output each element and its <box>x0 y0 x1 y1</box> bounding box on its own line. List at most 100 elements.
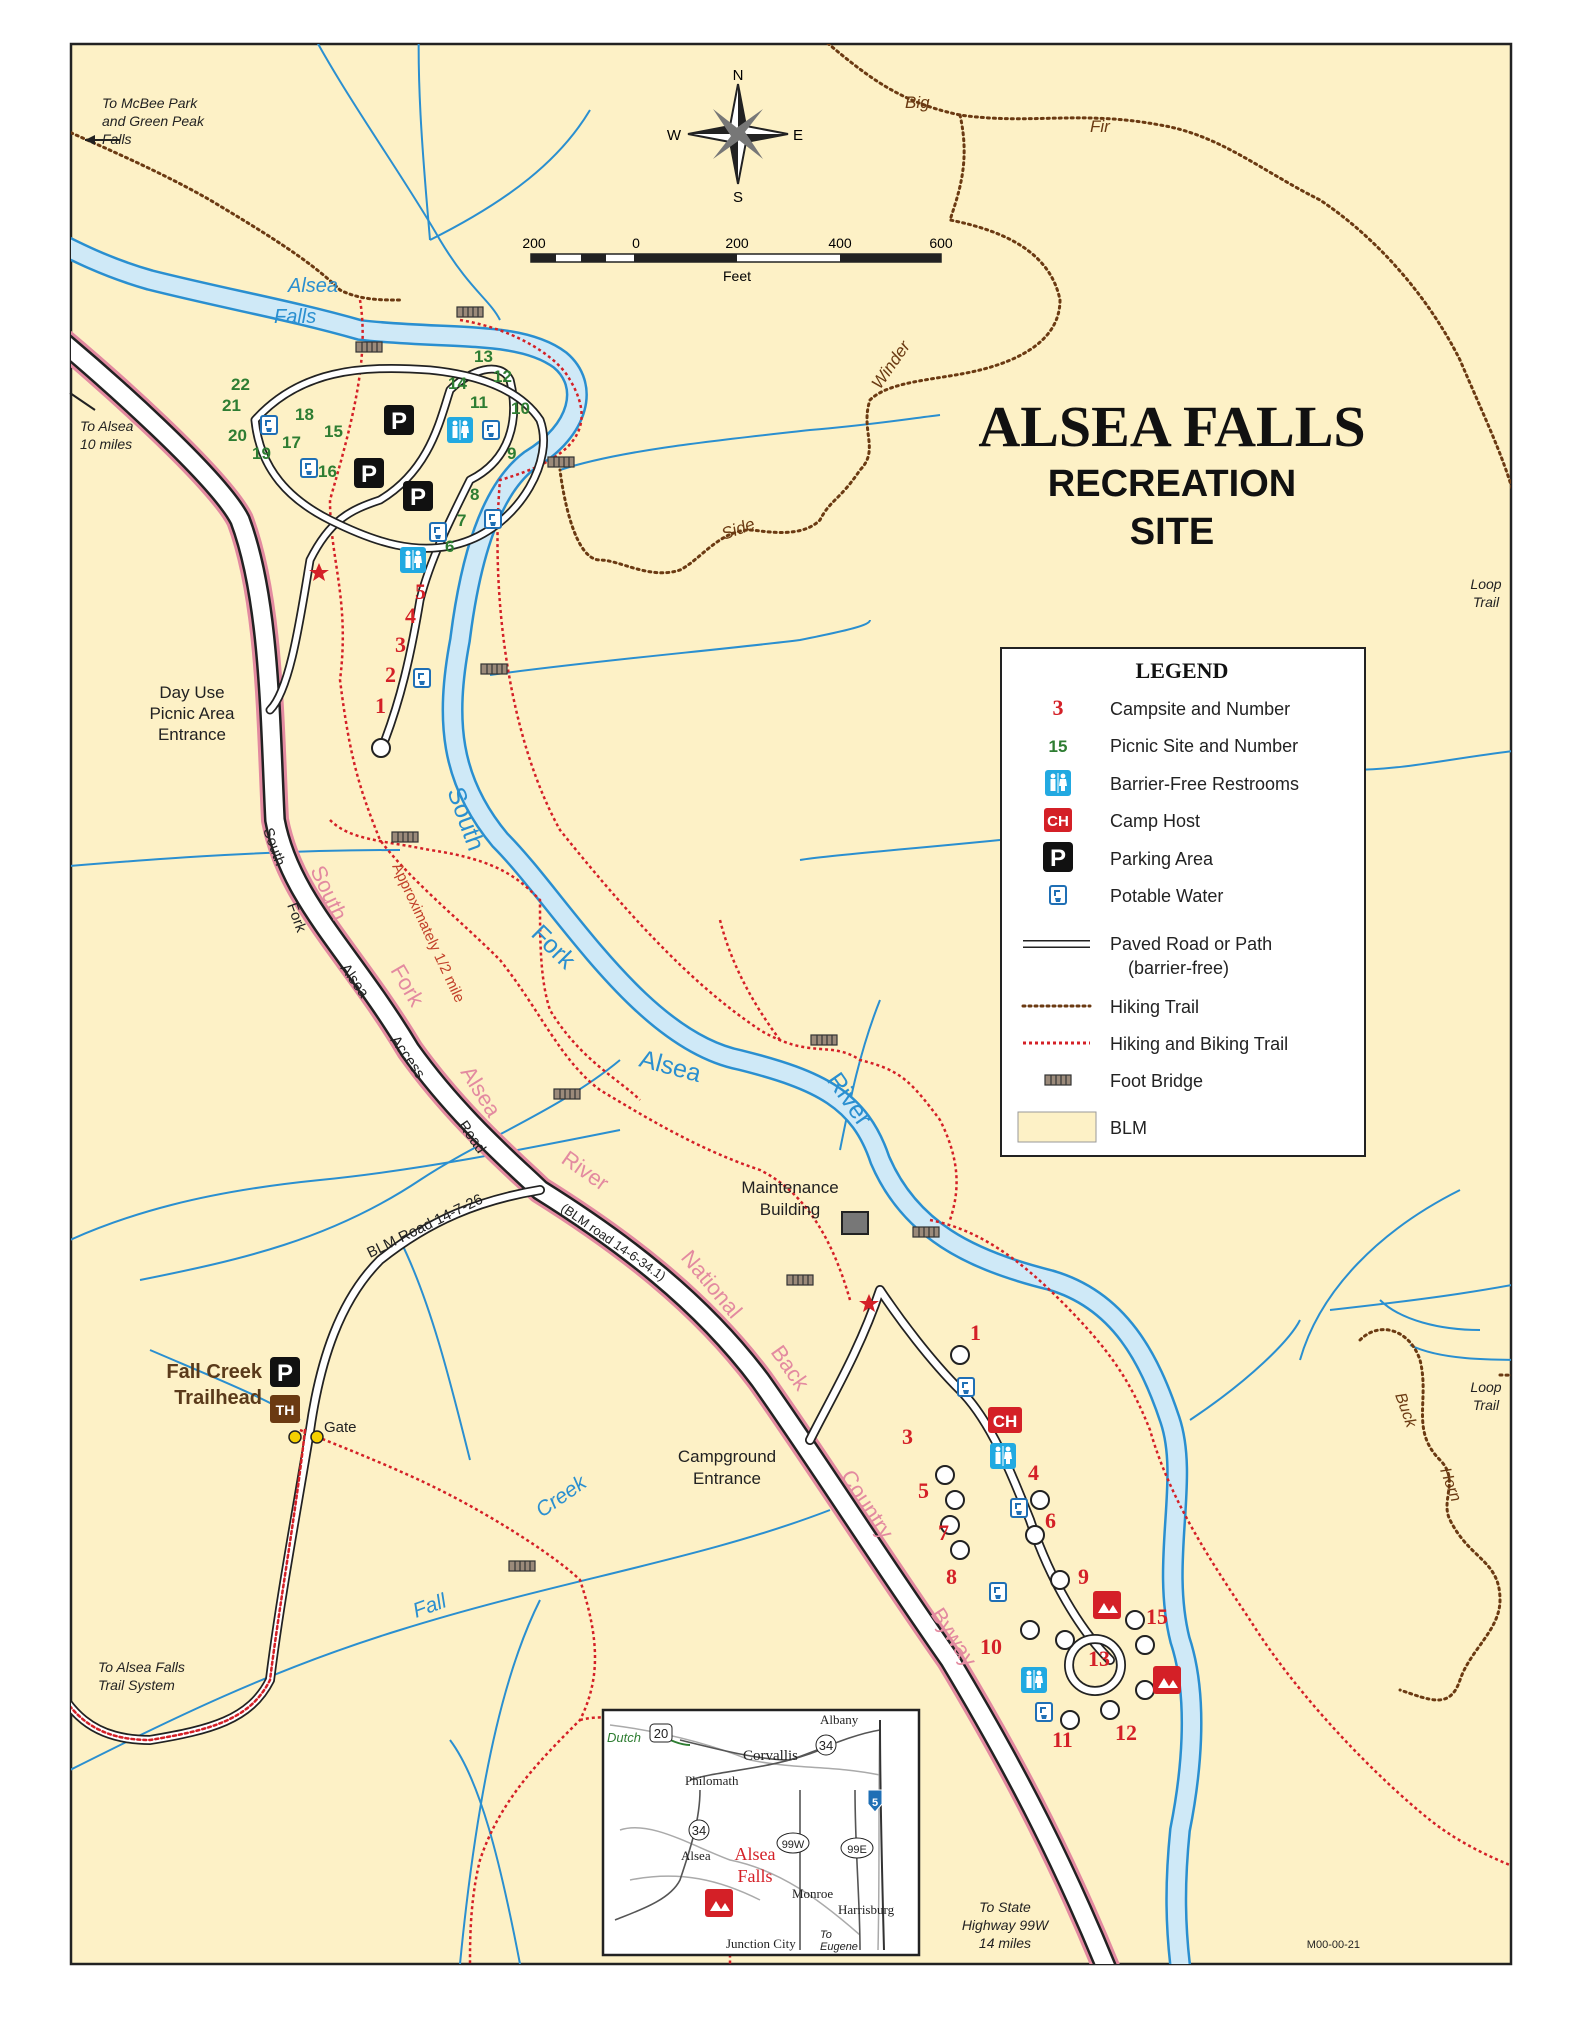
restroom-icon <box>446 416 474 444</box>
svg-text:7: 7 <box>938 1520 949 1545</box>
restroom-icon <box>399 546 427 574</box>
svg-text:W: W <box>667 127 682 144</box>
svg-text:2: 2 <box>385 662 396 687</box>
campsites-south: 1 3 4 5 6 7 8 9 10 11 12 13 15 <box>902 1320 1168 1752</box>
svg-text:16: 16 <box>318 462 337 481</box>
svg-text:99W: 99W <box>782 1839 805 1851</box>
inset-locator-map: Dutch Albany Corvallis Philomath Alsea M… <box>601 1708 921 1957</box>
svg-text:15: 15 <box>1146 1604 1168 1629</box>
svg-text:Maintenance: Maintenance <box>741 1178 838 1197</box>
svg-text:200: 200 <box>522 235 546 251</box>
water-icon <box>429 522 447 542</box>
svg-text:Junction City: Junction City <box>726 1936 796 1951</box>
svg-text:Building: Building <box>760 1200 821 1219</box>
svg-text:9: 9 <box>507 444 516 463</box>
svg-text:1: 1 <box>970 1320 981 1345</box>
streams <box>71 44 1511 1964</box>
svg-text:(barrier-free): (barrier-free) <box>1128 958 1229 978</box>
map-title: ALSEA FALLS RECREATION SITE <box>978 394 1365 553</box>
water-icon <box>482 420 500 440</box>
svg-text:and Green Peak: and Green Peak <box>102 113 205 129</box>
svg-text:N: N <box>733 67 744 84</box>
svg-text:Paved Road or Path: Paved Road or Path <box>1110 934 1272 954</box>
water-icon <box>484 509 502 529</box>
svg-text:14: 14 <box>448 374 467 393</box>
svg-text:12: 12 <box>1115 1720 1137 1745</box>
svg-text:15: 15 <box>1049 737 1068 756</box>
svg-text:10 miles: 10 miles <box>80 436 132 452</box>
svg-text:Corvallis: Corvallis <box>743 1748 798 1764</box>
svg-text:Hiking and Biking Trail: Hiking and Biking Trail <box>1110 1034 1288 1054</box>
svg-text:18: 18 <box>295 405 314 424</box>
svg-text:11: 11 <box>470 393 488 412</box>
parking-icon <box>354 458 384 488</box>
svg-text:5: 5 <box>415 579 426 604</box>
svg-text:SITE: SITE <box>1130 511 1214 553</box>
svg-text:4: 4 <box>405 603 416 628</box>
svg-text:Eugene: Eugene <box>820 1941 858 1953</box>
svg-text:Hiking Trail: Hiking Trail <box>1110 997 1199 1017</box>
svg-text:Picnic Site and Number: Picnic Site and Number <box>1110 736 1298 756</box>
water-icon <box>413 668 431 688</box>
svg-text:14 miles: 14 miles <box>979 1935 1031 1951</box>
water-icon <box>300 458 318 478</box>
svg-text:To Alsea Falls: To Alsea Falls <box>98 1659 185 1675</box>
scale-bar: 200 0 200 400 600 Feet <box>522 235 953 284</box>
svg-text:6: 6 <box>445 537 454 556</box>
parking-icon <box>384 405 414 435</box>
svg-text:Alsea: Alsea <box>735 1844 776 1864</box>
svg-text:LEGEND: LEGEND <box>1136 658 1229 683</box>
svg-text:Potable Water: Potable Water <box>1110 886 1223 906</box>
svg-text:3: 3 <box>1053 695 1064 720</box>
hiking-trails <box>71 44 1511 1702</box>
svg-text:3: 3 <box>395 632 406 657</box>
svg-text:200: 200 <box>725 235 749 251</box>
svg-text:13: 13 <box>1088 1646 1110 1671</box>
svg-text:Trail System: Trail System <box>98 1677 175 1693</box>
svg-text:To State: To State <box>979 1899 1031 1915</box>
svg-text:Entrance: Entrance <box>693 1469 761 1488</box>
legend-box: LEGEND 3 Campsite and Number 15 Picnic S… <box>1000 647 1366 1157</box>
svg-text:To Alsea: To Alsea <box>80 418 134 434</box>
restroom-icon <box>989 1442 1017 1470</box>
svg-text:600: 600 <box>929 235 953 251</box>
svg-text:Dutch: Dutch <box>607 1730 641 1745</box>
water-icon <box>957 1377 975 1397</box>
hiking-biking-trails <box>299 299 1511 1964</box>
svg-text:5: 5 <box>918 1478 929 1503</box>
fall-creek-trailhead-icons: TH <box>270 1357 324 1444</box>
svg-text:Falls: Falls <box>274 306 316 328</box>
water-icon <box>1035 1702 1053 1722</box>
svg-text:Camp Host: Camp Host <box>1110 811 1200 831</box>
svg-text:8: 8 <box>470 485 479 504</box>
svg-text:Monroe: Monroe <box>792 1886 833 1901</box>
svg-text:To McBee Park: To McBee Park <box>102 95 198 111</box>
svg-text:Campground: Campground <box>678 1447 776 1466</box>
svg-text:Fall Creek: Fall Creek <box>166 1361 262 1383</box>
svg-text:TH: TH <box>276 1402 295 1418</box>
svg-text:Alsea: Alsea <box>287 275 338 297</box>
svg-text:17: 17 <box>282 433 301 452</box>
svg-text:1: 1 <box>375 693 386 718</box>
svg-text:Albany: Albany <box>820 1712 859 1727</box>
svg-text:13: 13 <box>474 347 493 366</box>
svg-text:12: 12 <box>493 367 512 386</box>
svg-text:CH: CH <box>993 1412 1018 1431</box>
picnic-sites: 6 7 8 9 10 11 12 13 14 15 16 17 18 19 20… <box>222 347 530 556</box>
restroom-icon <box>1020 1666 1048 1694</box>
svg-text:9: 9 <box>1078 1564 1089 1589</box>
svg-text:RECREATION: RECREATION <box>1048 463 1296 505</box>
svg-text:Barrier-Free Restrooms: Barrier-Free Restrooms <box>1110 774 1299 794</box>
tent-icon <box>1093 1591 1121 1619</box>
svg-text:E: E <box>793 127 803 144</box>
svg-text:Campsite and Number: Campsite and Number <box>1110 699 1290 719</box>
svg-text:Fir: Fir <box>1090 117 1111 136</box>
campground-spurs <box>371 738 1155 1730</box>
svg-text:400: 400 <box>828 235 852 251</box>
svg-text:10: 10 <box>511 399 530 418</box>
svg-text:5: 5 <box>872 1797 878 1809</box>
svg-text:6: 6 <box>1045 1508 1056 1533</box>
svg-text:15: 15 <box>324 422 343 441</box>
